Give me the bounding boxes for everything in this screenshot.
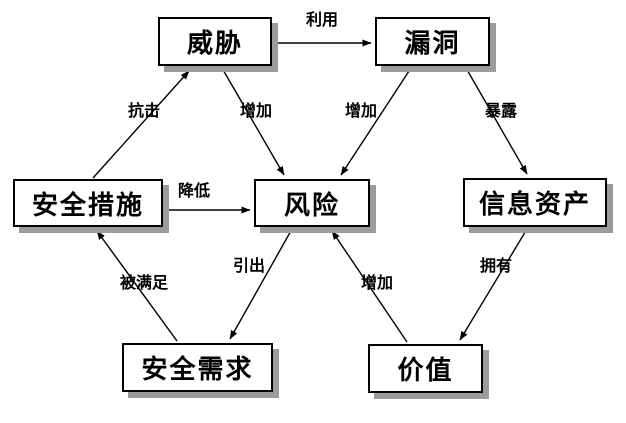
node-value: 价值 [368,344,483,393]
edge-increase-vuln-label: 增加 [344,103,378,120]
edge-lead-to-label: 引出 [232,258,266,275]
node-value-label: 价值 [397,355,454,385]
edge-increase-value-label: 增加 [360,275,394,292]
edge-increase-vuln-line [340,67,412,176]
node-info-asset: 信息资产 [463,178,607,227]
edge-lead-to-line [229,228,293,340]
edge-increase-threat-label: 增加 [239,103,273,120]
edge-own-line [459,228,528,341]
node-threat-label: 威胁 [186,28,243,58]
node-security-measure-label: 安全措施 [31,189,144,220]
node-security-requirement-label: 安全需求 [141,354,254,384]
edge-expose-label: 暴露 [484,103,518,120]
node-risk: 风险 [254,179,370,227]
node-security-measure: 安全措施 [13,179,163,227]
node-risk-label: 风险 [283,189,340,220]
edge-expose-line [465,67,528,175]
edge-own-label: 拥有 [479,258,513,275]
edge-resist-line [92,70,190,179]
node-vulnerability: 漏洞 [375,17,490,66]
edge-satisfied-line [96,230,178,342]
edge-increase-threat-line [221,67,285,176]
edge-reduce-label: 降低 [177,183,211,200]
edge-exploit-label: 利用 [305,12,339,29]
node-info-asset-label: 信息资产 [478,189,591,219]
edge-satisfied-label: 被满足 [119,275,169,292]
node-vulnerability-label: 漏洞 [404,28,461,58]
node-security-requirement: 安全需求 [122,343,273,392]
edge-increase-value-line [331,230,408,343]
edge-resist-label: 抗击 [127,103,161,120]
node-threat: 威胁 [158,17,272,66]
